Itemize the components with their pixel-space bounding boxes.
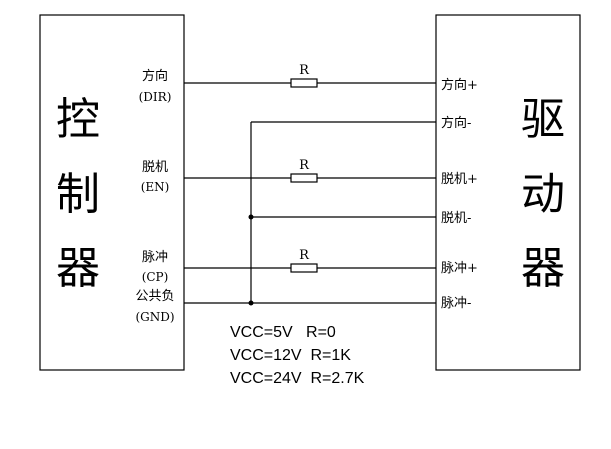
- driver-title-char-1: 驱: [521, 94, 565, 145]
- driver-title-char-2: 动: [521, 169, 565, 220]
- wire-cp-plus: [184, 263, 436, 273]
- wire-dir-plus: [184, 78, 436, 88]
- resistor-label-dir: R: [299, 63, 310, 78]
- terminal-dir-plus: 方向+: [441, 77, 478, 93]
- note-vcc-12v: VCC=12V R=1K: [230, 347, 351, 364]
- resistor-label-en: R: [299, 158, 310, 173]
- controller-title-char-3: 器: [56, 243, 100, 294]
- signal-en-sub: (EN): [141, 180, 170, 194]
- junction-dot-gnd: [248, 300, 254, 306]
- terminal-en-plus: 脱机+: [441, 172, 478, 187]
- terminal-cp-minus: 脉冲-: [441, 296, 471, 311]
- signal-cp-label: 脉冲: [142, 250, 168, 265]
- terminal-cp-plus: 脉冲+: [441, 261, 478, 276]
- signal-en-label: 脱机: [142, 160, 168, 175]
- driver-title-char-3: 器: [521, 243, 565, 294]
- controller-title-char-1: 控: [56, 94, 100, 145]
- signal-gnd-label: 公共负: [135, 289, 174, 304]
- resistor-label-cp: R: [299, 248, 310, 263]
- junction-dot-en-minus: [248, 214, 254, 220]
- driver-box: [435, 14, 581, 371]
- terminal-dir-minus: 方向-: [441, 115, 471, 131]
- signal-cp-sub: (CP): [142, 270, 169, 284]
- signal-dir-label: 方向: [142, 68, 168, 84]
- note-vcc-5v: VCC=5V R=0: [230, 324, 336, 341]
- terminal-en-minus: 脱机-: [441, 211, 471, 226]
- signal-dir-sub: (DIR): [139, 90, 172, 104]
- signal-gnd-sub: (GND): [135, 310, 174, 324]
- controller-title-char-2: 制: [56, 169, 100, 220]
- wire-en-plus: [184, 173, 436, 183]
- controller-box: [39, 14, 185, 371]
- note-vcc-24v: VCC=24V R=2.7K: [230, 370, 365, 387]
